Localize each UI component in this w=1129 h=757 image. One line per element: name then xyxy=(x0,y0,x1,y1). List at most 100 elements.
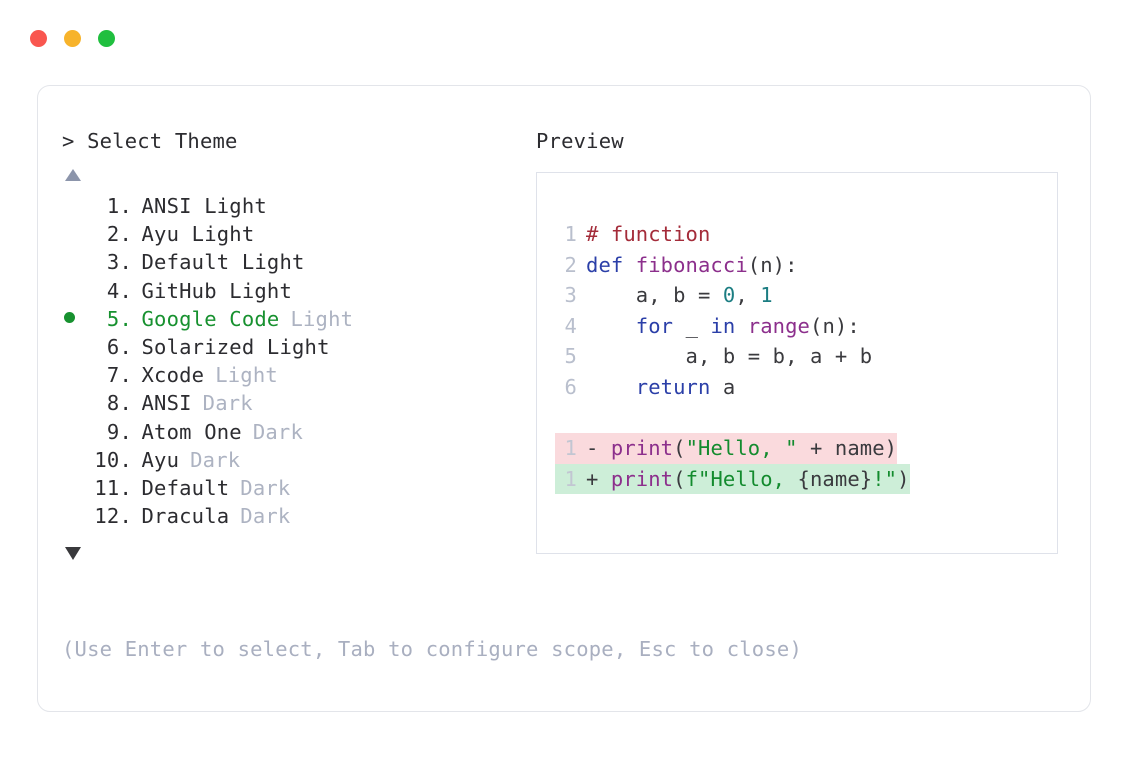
code-token: in xyxy=(710,313,748,338)
theme-item-number: 9. xyxy=(106,419,132,444)
chevron-down-icon xyxy=(65,546,81,560)
chevron-up-icon xyxy=(65,169,81,181)
code-token: return xyxy=(635,374,723,399)
minimize-dot[interactable] xyxy=(64,30,81,47)
theme-list-item[interactable]: 2. Ayu Light xyxy=(62,220,518,248)
theme-list-item[interactable]: 7. Xcode Light xyxy=(62,361,518,389)
theme-item-variant: Dark xyxy=(240,475,291,500)
page-title: > Select Theme xyxy=(62,129,238,153)
line-number: 2 xyxy=(564,252,577,277)
theme-item-name: Default Light xyxy=(141,250,305,275)
code-token: 1 xyxy=(760,283,773,307)
code-token: ) xyxy=(897,466,910,491)
code-line: 5 a, b = b, a + b xyxy=(555,341,1057,372)
theme-item-variant: Dark xyxy=(240,504,291,529)
theme-item-number: 2. xyxy=(106,222,132,247)
code-token: (n): xyxy=(810,313,860,338)
code-line: 4 for _ in range(n): xyxy=(555,311,1057,342)
theme-item-name: Google Code xyxy=(141,306,280,331)
theme-list-item[interactable]: 5. Google Code Light xyxy=(62,305,518,333)
theme-list-item[interactable]: 1.ANSI Light xyxy=(62,192,518,220)
code-line: 1# function xyxy=(555,219,1057,250)
diff-removed-line: 1- print("Hello, " + name) xyxy=(555,433,898,464)
line-number: 1 xyxy=(564,436,577,460)
theme-item-variant: Light xyxy=(290,306,354,331)
code-token xyxy=(586,314,636,338)
theme-item-number: 1. xyxy=(106,194,132,218)
theme-item-number: 4. xyxy=(106,278,132,303)
code-token: {name} xyxy=(797,466,873,491)
code-token: "Hello, " xyxy=(685,436,798,460)
code-text: + print(f"Hello, {name}!") xyxy=(577,464,910,495)
theme-item-name: Ayu xyxy=(141,447,180,472)
theme-item-number: 7. xyxy=(106,363,132,388)
theme-item-name: Ayu Light xyxy=(141,222,255,247)
code-text: def fibonacci(n): xyxy=(577,250,798,281)
theme-item-variant: Light xyxy=(215,363,278,388)
theme-list-item[interactable]: 4. GitHub Light xyxy=(62,277,518,305)
diff-added-line: 1+ print(f"Hello, {name}!") xyxy=(555,463,910,495)
theme-list-item[interactable]: 6.Solarized Light xyxy=(62,333,518,361)
theme-item-name: GitHub Light xyxy=(141,278,293,303)
code-token: , xyxy=(735,283,761,307)
line-number: 5 xyxy=(564,344,577,368)
code-token: + xyxy=(586,466,611,491)
code-token: f"Hello, xyxy=(685,466,798,491)
code-text: for _ in range(n): xyxy=(577,311,860,342)
close-dot[interactable] xyxy=(30,30,47,47)
maximize-dot[interactable] xyxy=(98,30,115,47)
window-titlebar xyxy=(30,30,115,47)
theme-item-number: 8. xyxy=(106,391,132,416)
code-token: fibonacci xyxy=(635,252,748,277)
theme-item-number: 3. xyxy=(106,250,132,275)
code-token: a, b = b, a + b xyxy=(586,344,873,368)
line-number: 3 xyxy=(564,283,577,307)
diff-block: 1- print("Hello, " + name)1+ print(f"Hel… xyxy=(537,433,1057,494)
theme-item-number: 11. xyxy=(94,475,132,500)
theme-item-name: Xcode xyxy=(141,363,205,388)
theme-item-number: 12. xyxy=(94,504,132,529)
code-token: _ xyxy=(685,313,711,338)
theme-item-name: ANSI xyxy=(141,391,192,416)
theme-item-number: 6. xyxy=(106,334,132,359)
scroll-down-indicator[interactable] xyxy=(62,542,518,564)
code-token: a, b xyxy=(586,283,698,307)
code-text: a, b = 0, 1 xyxy=(577,280,773,311)
theme-item-variant: Dark xyxy=(190,447,241,472)
theme-list-item[interactable]: 3. Default Light xyxy=(62,248,518,276)
code-text: # function xyxy=(577,219,710,250)
code-token xyxy=(586,375,636,399)
theme-item-name: Atom One xyxy=(141,419,242,444)
code-token: 0 xyxy=(722,283,736,307)
code-text: return a xyxy=(577,372,735,403)
code-token: - xyxy=(586,436,611,460)
code-line: 6 return a xyxy=(555,372,1057,403)
scroll-up-indicator[interactable] xyxy=(62,164,518,186)
line-number: 4 xyxy=(564,313,577,338)
code-line: 3 a, b = 0, 1 xyxy=(555,280,1057,311)
selected-bullet-icon xyxy=(64,311,75,323)
code-token: ( xyxy=(673,466,686,491)
code-token: print xyxy=(610,436,674,460)
code-token: = xyxy=(697,283,723,307)
code-token: range xyxy=(747,313,810,338)
code-spacer xyxy=(537,402,1057,433)
line-number: 6 xyxy=(564,374,577,399)
line-number: 1 xyxy=(564,222,577,246)
theme-item-number: 5. xyxy=(106,306,132,331)
code-token: (n): xyxy=(747,252,798,277)
code-token: !" xyxy=(872,466,898,491)
theme-list-item[interactable]: 8. ANSI Dark xyxy=(62,389,518,417)
line-number: 1 xyxy=(564,466,577,491)
theme-item-variant: Dark xyxy=(202,391,253,416)
